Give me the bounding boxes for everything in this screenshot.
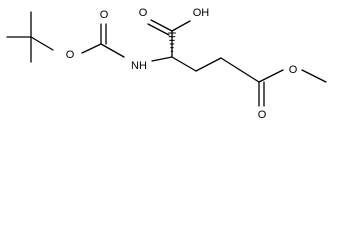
bond-c-ester-o-ether: [258, 69, 284, 83]
atom-label-o-acid-carbonyl: O: [139, 7, 148, 19]
bond-o-ether-methyl: [301, 69, 327, 83]
atom-label-nh: NH: [131, 60, 147, 72]
atom-label-o-boc-ether: O: [66, 49, 75, 61]
atom-label-o-boc-carbonyl: O: [100, 9, 109, 21]
structure-diagram: O OH O O NH O O: [6, 7, 327, 121]
bond-c-boc-nh: [100, 43, 125, 58]
backbone-group: [147, 19, 327, 107]
bond-nh-c-alpha: [151, 56, 173, 62]
tert-butyl-group: [6, 11, 54, 63]
bond-c-acid-oh: [171, 20, 191, 32]
bond-cq-o-boc: [30, 36, 54, 51]
boc-carbamate-group: [81, 23, 125, 58]
atom-labels: O OH O O NH O O: [66, 7, 298, 121]
atom-label-o-ester-carbonyl: O: [258, 109, 267, 121]
bond-c-acid-o-double-a: [150, 19, 173, 32]
bond-c-acid-o-double-b: [147, 23, 170, 36]
bond-c-alpha-c-beta: [171, 56, 197, 72]
atom-label-oh-acid: OH: [193, 7, 210, 19]
stereo-hashed-wedge: [168, 32, 176, 56]
bond-c-beta-c-gamma: [195, 57, 222, 72]
atom-label-o-ester-ether: O: [289, 64, 298, 76]
bond-c-gamma-c-ester: [220, 57, 260, 83]
bond-o-boc-c-boc: [81, 43, 102, 54]
